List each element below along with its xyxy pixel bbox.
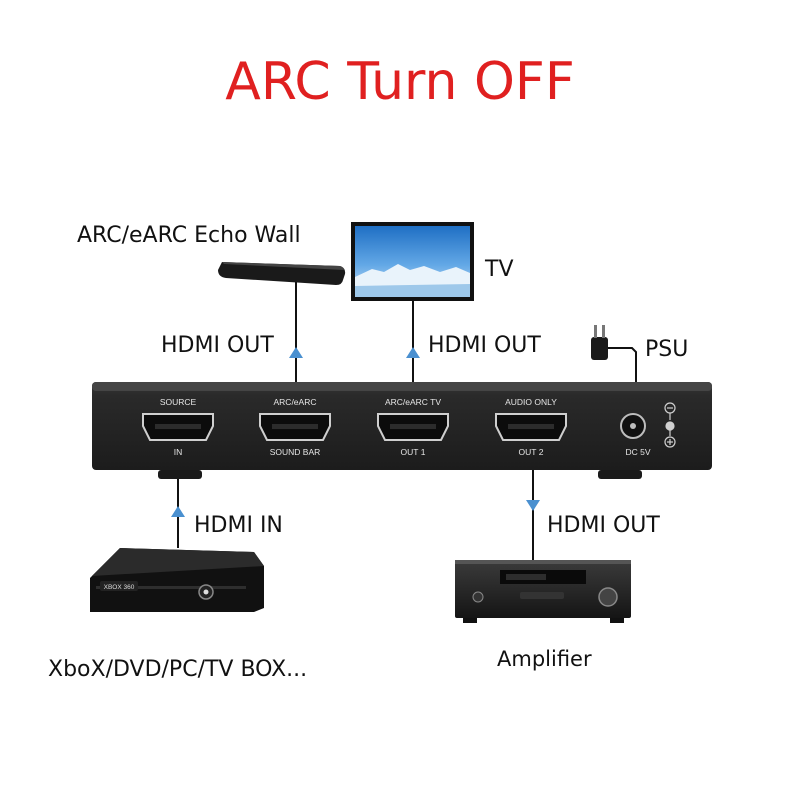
tv-label: TV — [485, 257, 514, 282]
power-label: DC 5V — [625, 447, 650, 457]
amplifier-label: Amplifier — [497, 647, 592, 671]
xbox-badge-text: XBOX 360 — [104, 584, 135, 591]
arrow-up-tv-icon — [406, 347, 420, 358]
xbox-console-image — [90, 548, 264, 612]
hdmi-port-soundbar — [259, 413, 331, 441]
hdmi-port-out1 — [377, 413, 449, 441]
source-devices-label: XboX/DVD/PC/TV BOX... — [48, 657, 308, 682]
diagram-title: ARC Turn OFF — [225, 52, 575, 112]
amplifier-image — [455, 560, 631, 623]
soundbar-hdmi-out-label: HDMI OUT — [161, 333, 274, 358]
tv-image — [351, 222, 474, 301]
tv-hdmi-out-label: HDMI OUT — [428, 333, 541, 358]
arrow-up-soundbar-icon — [289, 347, 303, 358]
polarity-symbol-icon — [664, 402, 676, 448]
hdmi-port-in — [142, 413, 214, 441]
port-in-top-label: SOURCE — [160, 397, 197, 407]
hdmi-in-label: HDMI IN — [194, 513, 283, 538]
dc-power-jack — [620, 413, 646, 439]
port-soundbar-bottom-label: SOUND BAR — [270, 447, 321, 457]
psu-adapter-image — [591, 325, 637, 384]
port-soundbar-top-label: ARC/eARC — [274, 397, 317, 407]
echo-wall-label: ARC/eARC Echo Wall — [77, 223, 301, 248]
port-out1-top-label: ARC/eARC TV — [385, 397, 441, 407]
port-out1-bottom-label: OUT 1 — [401, 447, 426, 457]
soundbar-image — [218, 262, 346, 285]
port-out2-bottom-label: OUT 2 — [519, 447, 544, 457]
arrow-up-hdmi-in-icon — [171, 506, 185, 517]
arrow-down-amplifier-icon — [526, 500, 540, 511]
hdmi-port-out2 — [495, 413, 567, 441]
port-out2-top-label: AUDIO ONLY — [505, 397, 557, 407]
psu-label: PSU — [645, 337, 689, 362]
port-in-bottom-label: IN — [174, 447, 183, 457]
amplifier-hdmi-out-label: HDMI OUT — [547, 513, 660, 538]
